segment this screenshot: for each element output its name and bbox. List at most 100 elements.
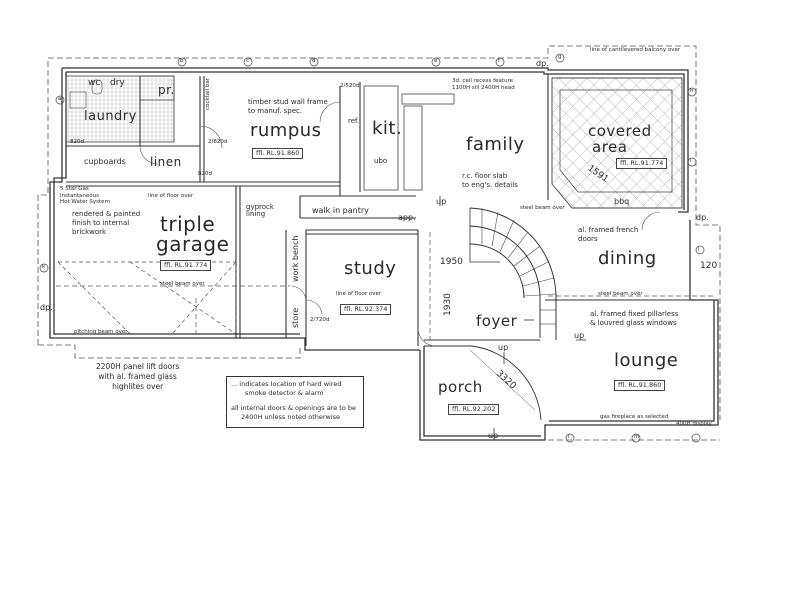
laundry-floor bbox=[65, 75, 175, 143]
dim-1950: 1950 bbox=[440, 257, 463, 267]
annotation-dp-left: dp. bbox=[40, 303, 53, 312]
grid-tag-g: g bbox=[558, 54, 562, 60]
grid-tag-e: e bbox=[434, 58, 438, 64]
note-display: 400H display bbox=[676, 421, 712, 427]
room-porch: porch bbox=[438, 378, 483, 396]
kitchen-benches bbox=[363, 85, 455, 191]
laundry-tub bbox=[69, 91, 87, 109]
room-pr: pr. bbox=[158, 83, 175, 97]
grid-tag-c: c bbox=[246, 58, 250, 64]
room-laundry: laundry bbox=[84, 109, 137, 124]
room-appliances: app. bbox=[398, 213, 416, 222]
fridge-label: ref. bbox=[348, 117, 360, 125]
roof-line bbox=[37, 45, 721, 441]
room-covered-area-line1: covered bbox=[588, 122, 652, 140]
room-cupboards: cupboards bbox=[84, 157, 126, 166]
dim-1930: 1930 bbox=[443, 293, 453, 316]
grid-tag-l: l bbox=[568, 434, 570, 440]
note-floor-slab: r.c. floor slab to eng's. details bbox=[462, 172, 518, 190]
note-cantilever: line of cantilevered balcony over bbox=[590, 47, 681, 53]
annotation-dp-top: dp. bbox=[536, 59, 549, 68]
garage-door-panels bbox=[57, 261, 237, 335]
note-french-doors: al. framed french doors bbox=[578, 226, 639, 244]
annotation-line-floor-garage: line of floor over bbox=[148, 193, 194, 199]
room-study: study bbox=[344, 258, 397, 279]
note-panel-doors: 2200H panel lift doors with al. framed g… bbox=[96, 362, 180, 391]
room-dry: dry bbox=[110, 78, 125, 88]
level-study: ffl. RL.92.374 bbox=[340, 304, 392, 315]
grid-tag-i: i bbox=[690, 158, 692, 164]
level-garage: ffl. RL.91.774 bbox=[160, 260, 212, 271]
legend-line-3: all internal doors & openings are to be bbox=[231, 404, 357, 412]
note-hot-water: 5 Star Gas instantaneous Hot Water Syste… bbox=[60, 186, 110, 206]
grid-markers bbox=[39, 53, 705, 443]
grid-tag-k: k bbox=[42, 264, 46, 270]
level-rumpus: ffl. RL.91.860 bbox=[252, 148, 304, 159]
door-swings bbox=[139, 101, 661, 347]
note-recess: 3d. ceil recess feature 1100H sill 2400H… bbox=[452, 78, 515, 91]
dim-2520: 2/520d bbox=[340, 83, 360, 89]
wc-bowl bbox=[91, 79, 103, 95]
note-fixed-glass: al. framed fixed pillarless & louvred gl… bbox=[590, 310, 679, 328]
annotation-up-lounge: up bbox=[574, 331, 585, 340]
stair-treads bbox=[481, 208, 557, 325]
room-rumpus: rumpus bbox=[250, 120, 322, 141]
room-triple-garage-line2: garage bbox=[156, 232, 230, 256]
gyprock-label: gyprock lining bbox=[246, 203, 274, 218]
annotation-up-foyer: up bbox=[498, 343, 509, 352]
legend-line-1: ... indicates location of hard wired bbox=[231, 380, 342, 388]
grid-tag-a: a bbox=[58, 96, 62, 102]
level-covered: ffl. RL.91.774 bbox=[616, 158, 668, 169]
legend-line-2: smoke detector & alarm bbox=[245, 389, 324, 397]
bbq-label: bbq bbox=[614, 197, 630, 206]
annotation-steel-beam-family: steel beam over bbox=[520, 205, 565, 211]
annotation-up-family: up bbox=[436, 197, 447, 206]
porch-dim-line bbox=[469, 349, 536, 411]
ubo-label: ubo bbox=[374, 157, 388, 165]
dim-2720: 2/720d bbox=[310, 317, 330, 323]
beams bbox=[56, 232, 714, 340]
external-walls bbox=[49, 67, 719, 441]
room-triple-garage-line1: triple bbox=[160, 212, 216, 236]
annotation-up-porch: up bbox=[488, 431, 499, 440]
grid-tag-j: j bbox=[698, 246, 700, 252]
covered-area-floor bbox=[551, 77, 683, 209]
porch-curve bbox=[424, 345, 542, 421]
room-linen: linen bbox=[150, 155, 182, 169]
annotation-steel-beam-dining: steel beam over bbox=[598, 291, 643, 297]
dim-120: 120 bbox=[700, 261, 718, 271]
note-stud-wall: timber stud wall frame to manuf. spec. bbox=[248, 98, 328, 116]
annotation-cocktail-bar: cocktail bar bbox=[205, 77, 211, 110]
room-work-bench: work bench bbox=[291, 235, 300, 282]
room-wc: wc bbox=[88, 78, 101, 88]
annotation-pitching-beam: pitching beam over bbox=[74, 329, 128, 335]
stair-curve bbox=[469, 207, 557, 340]
room-kitchen: kit. bbox=[372, 118, 403, 139]
dim-820-b: 820d bbox=[198, 171, 212, 177]
grid-tag-m: m bbox=[634, 434, 640, 440]
grid-tag-b: b bbox=[180, 58, 184, 64]
annotation-line-floor-study: line of floor over bbox=[336, 291, 382, 297]
note-render: rendered & painted finish to internal br… bbox=[72, 210, 141, 237]
annotation-steel-beam-garage: steel beam over bbox=[160, 281, 205, 287]
grid-tag-f: f bbox=[498, 58, 500, 64]
dim-2820: 2/820d bbox=[208, 139, 228, 145]
room-dining: dining bbox=[598, 248, 657, 269]
dim-820-a: 820d bbox=[70, 139, 84, 145]
up-arrows bbox=[439, 196, 586, 440]
grid-tag-h: h bbox=[690, 88, 694, 94]
grid-tag-d: d bbox=[312, 58, 316, 64]
room-walk-in-pantry: walk in pantry bbox=[312, 206, 369, 215]
legend-line-4: 2400H unless noted otherwise bbox=[241, 413, 341, 421]
annotation-dp-right: dp. bbox=[696, 213, 709, 222]
room-covered-area-line2: area bbox=[592, 138, 628, 156]
room-lounge: lounge bbox=[614, 350, 679, 371]
room-family: family bbox=[466, 134, 525, 155]
note-fireplace: gas fireplace as selected bbox=[600, 414, 669, 420]
level-porch: ffl. RL.92.202 bbox=[448, 404, 500, 415]
room-foyer: foyer bbox=[476, 312, 518, 330]
covered-area-inner bbox=[559, 89, 673, 193]
stair-landing bbox=[469, 208, 500, 263]
level-lounge: ffl. RL.91.860 bbox=[614, 380, 666, 391]
